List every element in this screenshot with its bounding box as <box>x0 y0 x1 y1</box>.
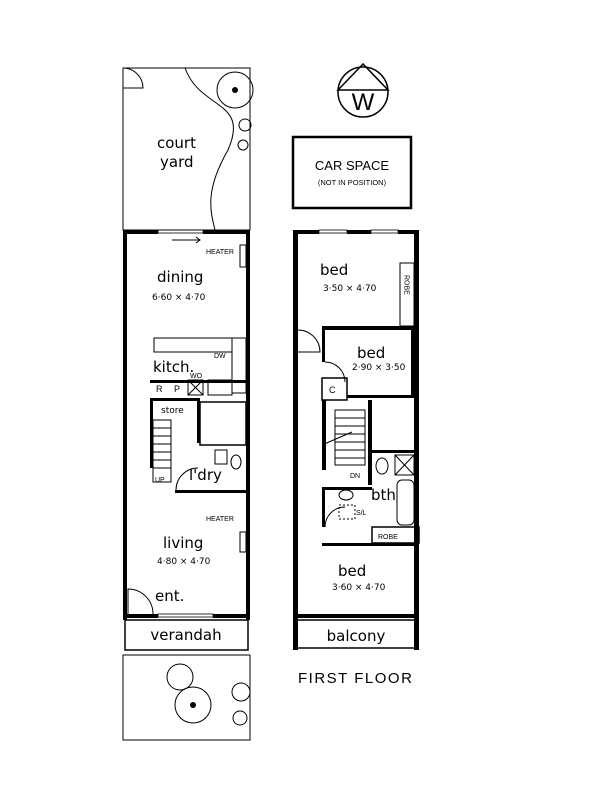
stairs-down-label: DN <box>350 473 360 480</box>
store-label: store <box>161 406 184 416</box>
dishwasher-label: DW <box>214 353 226 360</box>
bed1-robe-label: ROBE <box>403 275 410 295</box>
living-label: living <box>163 534 203 552</box>
ground-floor: court yard HEATER dining 6·60 × 4·70 kit… <box>122 67 254 741</box>
stairs-icon <box>321 409 366 466</box>
verandah-label: verandah <box>150 626 221 644</box>
dining-label: dining <box>157 268 203 286</box>
living-heater-label: HEATER <box>206 516 234 523</box>
bed3-label: bed <box>338 562 366 580</box>
compass-letter: W <box>352 89 375 116</box>
stairs-icon <box>152 419 172 483</box>
living-size: 4·80 × 4·70 <box>157 557 211 567</box>
bed2-size: 2·90 × 3·50 <box>352 363 406 373</box>
entry-label: ent. <box>155 587 184 605</box>
fridge-label: R <box>156 384 163 394</box>
wall-oven-label: WO <box>190 373 203 380</box>
dining-size: 6·60 × 4·70 <box>152 293 206 303</box>
pantry-label: P <box>174 384 180 394</box>
courtyard-label-1: court <box>157 134 196 152</box>
front-garden <box>122 654 251 741</box>
skylight-label: S/L <box>356 510 367 517</box>
laundry-label: l'dry <box>189 466 222 484</box>
bed3-size: 3·60 × 4·70 <box>332 583 386 593</box>
courtyard-gate <box>122 67 144 89</box>
cupboard-label: C <box>329 385 336 395</box>
car-space-note: (NOT IN POSITION) <box>318 178 387 187</box>
garden-path <box>184 67 234 231</box>
courtyard-label-2: yard <box>160 153 194 171</box>
bathroom-label: bth <box>371 486 396 504</box>
tree-icon <box>166 663 251 726</box>
stairs-up-label: UP <box>155 477 165 484</box>
balcony-label: balcony <box>327 627 386 645</box>
first-floor: bed 3·50 × 4·70 ROBE bed 2·90 × 3·50 C D… <box>293 229 420 650</box>
tree-icon <box>216 71 254 151</box>
kitchen-label: kitch. <box>153 358 194 376</box>
bed1-size: 3·50 × 4·70 <box>323 284 377 294</box>
compass-icon: W <box>336 62 390 118</box>
first-floor-title: FIRST FLOOR <box>298 670 413 687</box>
car-space-title: CAR SPACE <box>315 158 389 173</box>
bed2-label: bed <box>357 344 385 362</box>
bed1-label: bed <box>320 261 348 279</box>
dining-heater-label: HEATER <box>206 249 234 256</box>
robe2-label: ROBE <box>378 534 398 541</box>
car-space-box <box>291 135 413 210</box>
